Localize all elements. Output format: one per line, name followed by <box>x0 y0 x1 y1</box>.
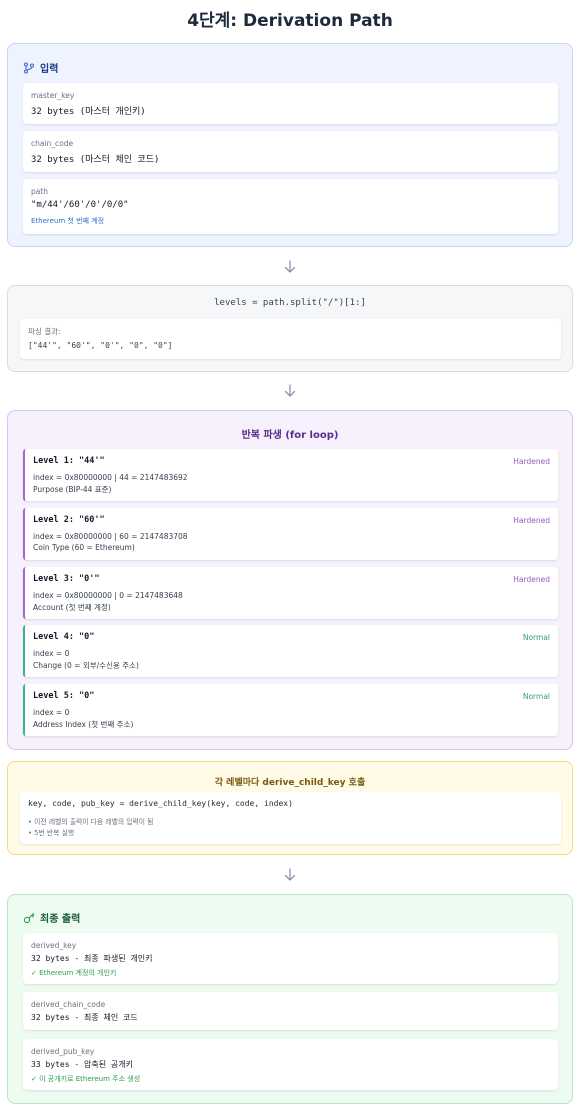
result-value: ["44'", "60'", "0'", "0", "0"] <box>28 341 173 350</box>
chain-code-card: chain_code 32 bytes (마스터 체인 코드) <box>23 131 558 172</box>
path-card: path "m/44'/60'/0'/0/0" Ethereum 첫 번째 계정 <box>23 179 558 234</box>
level-title: Level 4: "0" <box>33 632 95 642</box>
loop-panel: 반복 파생 (for loop) Level 1: "44'" Hardened… <box>7 410 573 750</box>
arrow-down-icon <box>284 260 296 273</box>
level-desc: Change (0 = 외부/수신용 주소) <box>33 661 139 670</box>
field-note: ✓ Ethereum 계정의 개인키 <box>31 969 117 977</box>
key-icon <box>23 912 35 924</box>
level-index: index = 0x80000000 | 0 = 2147483648 <box>33 591 183 600</box>
page-title: 4단계: Derivation Path <box>187 11 393 31</box>
field-note: ✓ 이 공개키로 Ethereum 주소 생성 <box>31 1075 141 1083</box>
field-note: Ethereum 첫 번째 계정 <box>31 217 105 225</box>
level-title: Level 5: "0" <box>33 691 95 701</box>
level-index: index = 0 <box>33 708 70 717</box>
level-index: index = 0x80000000 | 44 = 2147483692 <box>33 473 188 482</box>
field-value: 32 bytes (마스터 체인 코드) <box>31 155 160 165</box>
level-title: Level 1: "44'" <box>33 456 105 466</box>
field-label: chain_code <box>31 139 74 148</box>
input-heading-text: 입력 <box>40 64 59 75</box>
level-4-card: Level 4: "0" Normal index = 0 Change (0 … <box>23 625 558 677</box>
derived-key-card: derived_key 32 bytes - 최종 파생된 개인키 ✓ Ethe… <box>23 933 558 984</box>
field-value: 32 bytes - 최종 체인 코드 <box>31 1013 138 1022</box>
field-label: master_key <box>31 91 75 100</box>
output-panel: 최종 출력 derived_key 32 bytes - 최종 파생된 개인키 … <box>7 894 573 1104</box>
derive-panel: 각 레벨마다 derive_child_key 호출 key, code, pu… <box>7 761 573 855</box>
arrow-down-icon <box>284 384 296 397</box>
field-label: derived_chain_code <box>31 1000 106 1009</box>
level-1-card: Level 1: "44'" Hardened index = 0x800000… <box>23 449 558 501</box>
level-desc: Purpose (BIP-44 표준) <box>33 485 112 494</box>
level-type-badge: Hardened <box>513 516 550 525</box>
git-branch-icon <box>23 62 35 74</box>
derive-heading: 각 레벨마다 derive_child_key 호출 <box>214 778 366 788</box>
split-result-card: 파싱 결과: ["44'", "60'", "0'", "0", "0"] <box>20 319 561 359</box>
arrow-down-icon <box>284 868 296 881</box>
output-heading: 최종 출력 <box>23 910 80 925</box>
derive-code: key, code, pub_key = derive_child_key(ke… <box>28 799 293 808</box>
level-3-card: Level 3: "0'" Hardened index = 0x8000000… <box>23 567 558 619</box>
level-type-badge: Normal <box>522 692 550 701</box>
result-label: 파싱 결과: <box>28 327 61 336</box>
field-label: derived_pub_key <box>31 1047 95 1056</box>
derive-card: key, code, pub_key = derive_child_key(ke… <box>20 792 561 844</box>
split-code: levels = path.split("/")[1:] <box>214 298 366 308</box>
level-title: Level 3: "0'" <box>33 574 100 584</box>
derived-chain-code-card: derived_chain_code 32 bytes - 최종 체인 코드 <box>23 992 558 1030</box>
derive-note: • 5번 반복 실행 <box>28 829 75 837</box>
field-value: "m/44'/60'/0'/0/0" <box>31 200 129 210</box>
field-label: path <box>31 187 49 196</box>
split-panel: levels = path.split("/")[1:] 파싱 결과: ["44… <box>7 285 573 372</box>
derived-pub-key-card: derived_pub_key 33 bytes - 압축된 공개키 ✓ 이 공… <box>23 1039 558 1090</box>
level-desc: Account (첫 번째 계정) <box>33 603 111 612</box>
input-panel: 입력 master_key 32 bytes (마스터 개인키) chain_c… <box>7 43 573 247</box>
level-2-card: Level 2: "60'" Hardened index = 0x800000… <box>23 508 558 560</box>
derive-note: • 이전 레벨의 출력이 다음 레벨의 입력이 됨 <box>28 818 154 826</box>
master-key-card: master_key 32 bytes (마스터 개인키) <box>23 83 558 124</box>
level-5-card: Level 5: "0" Normal index = 0 Address In… <box>23 684 558 736</box>
loop-heading: 반복 파생 (for loop) <box>241 430 339 441</box>
output-heading-text: 최종 출력 <box>40 914 81 925</box>
field-value: 32 bytes (마스터 개인키) <box>31 107 146 117</box>
field-value: 32 bytes - 최종 파생된 개인키 <box>31 954 153 963</box>
field-value: 33 bytes - 압축된 공개키 <box>31 1060 133 1069</box>
level-desc: Coin Type (60 = Ethereum) <box>33 543 135 552</box>
level-title: Level 2: "60'" <box>33 515 105 525</box>
input-heading: 입력 <box>23 60 58 75</box>
level-type-badge: Hardened <box>513 457 550 466</box>
level-index: index = 0 <box>33 649 70 658</box>
level-index: index = 0x80000000 | 60 = 2147483708 <box>33 532 188 541</box>
level-type-badge: Normal <box>522 633 550 642</box>
level-type-badge: Hardened <box>513 575 550 584</box>
field-label: derived_key <box>31 941 77 950</box>
level-desc: Address Index (첫 번째 주소) <box>33 720 134 729</box>
